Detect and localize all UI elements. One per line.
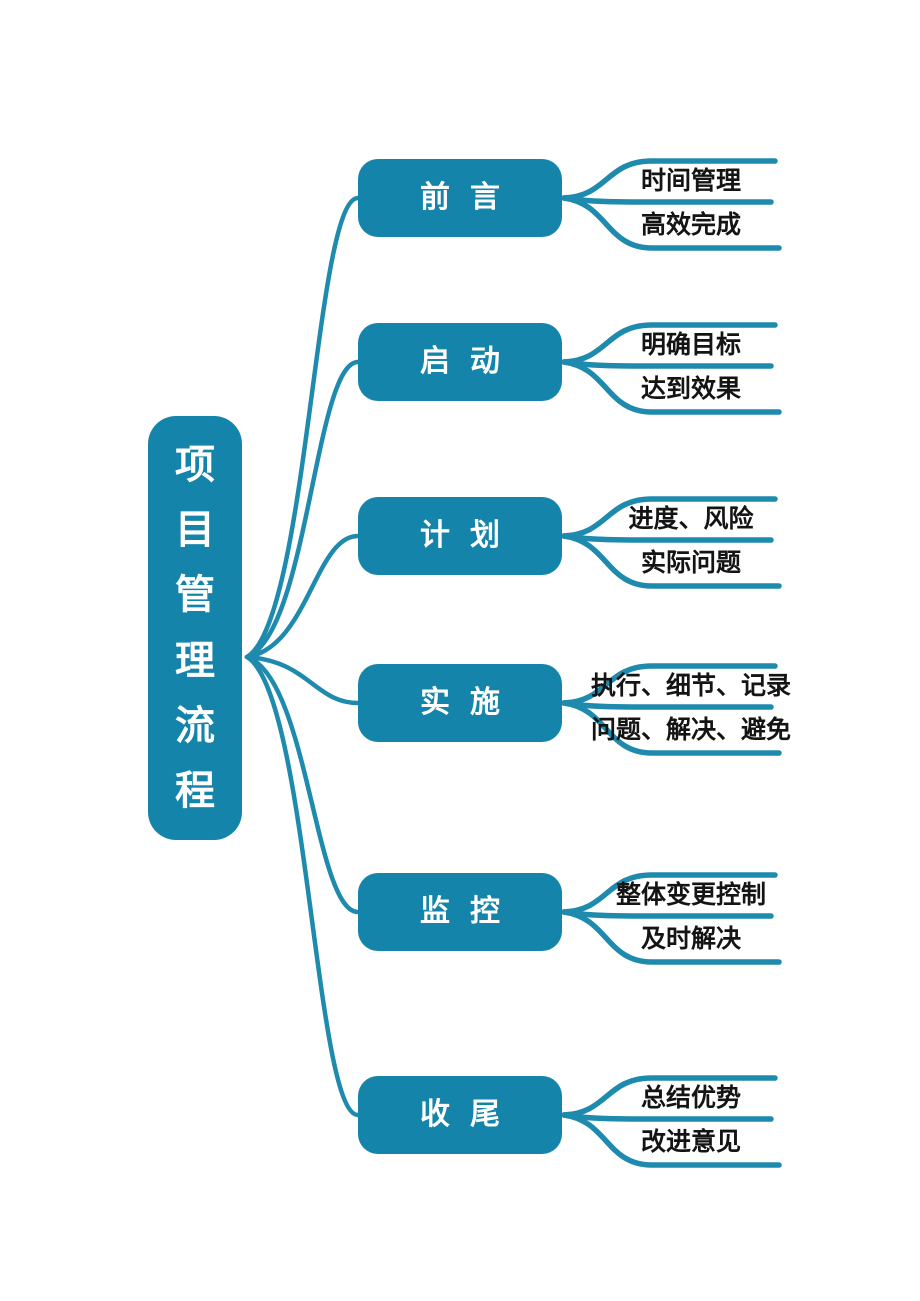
branch-label: 实施 — [420, 685, 520, 720]
branch-label: 监控 — [420, 894, 520, 929]
leaf-label: 实际问题 — [640, 548, 741, 577]
branch-node: 收尾 — [358, 1076, 562, 1154]
leaf-line-top — [561, 158, 778, 201]
root-branch-connector — [244, 654, 361, 706]
leaf-label: 及时解决 — [640, 924, 741, 953]
leaf-line-top — [561, 663, 778, 706]
branch-label: 收尾 — [420, 1097, 520, 1132]
leaf-line-middle — [561, 533, 774, 543]
root-label-char: 项 — [175, 441, 215, 488]
leaf-label: 总结优势 — [640, 1083, 741, 1112]
root-label-char: 程 — [175, 768, 215, 815]
leaf-line-bottom — [561, 1112, 782, 1168]
leaf-label: 达到效果 — [640, 374, 741, 403]
root-node: 项目管理流程 — [148, 416, 242, 840]
root-branch-connector — [244, 654, 361, 1118]
leaf-line-top — [561, 1075, 778, 1118]
root-label-char: 流 — [175, 702, 215, 749]
leaf-label: 改进意见 — [640, 1127, 741, 1156]
leaf-label: 整体变更控制 — [615, 880, 766, 909]
leaf-label: 问题、解决、避免 — [590, 715, 791, 744]
root-label-char: 目 — [175, 506, 215, 553]
leaf-label: 时间管理 — [640, 166, 741, 195]
branch-label: 计划 — [420, 518, 520, 553]
branch-node: 前言 — [358, 159, 562, 237]
branch-label: 启动 — [420, 344, 520, 379]
branch-node: 启动 — [358, 323, 562, 401]
leaf-line-bottom — [561, 533, 782, 589]
branch-node: 计划 — [358, 497, 562, 575]
leaf-label: 明确目标 — [640, 330, 741, 359]
root-branch-connector — [244, 533, 361, 660]
branch-node: 监控 — [358, 873, 562, 951]
leaf-line-middle — [561, 195, 774, 205]
leaf-line-middle — [561, 359, 774, 369]
leaf-line-middle — [561, 700, 774, 710]
leaf-label: 执行、细节、记录 — [590, 671, 791, 700]
leaf-label: 高效完成 — [640, 210, 741, 239]
leaf-line-middle — [561, 1112, 774, 1122]
root-label-char: 管 — [175, 572, 215, 619]
leaf-line-middle — [561, 909, 774, 919]
root-label-char: 理 — [175, 637, 215, 684]
leaf-line-bottom — [561, 195, 782, 251]
root-branch-connector — [244, 654, 361, 915]
root-branch-connector — [244, 195, 361, 660]
leaf-line-bottom — [561, 700, 782, 756]
leaf-line-top — [561, 496, 778, 539]
leaf-line-bottom — [561, 909, 782, 965]
branch-node: 实施 — [358, 664, 562, 742]
leaf-label: 进度、风险 — [628, 504, 754, 533]
branch-label: 前言 — [420, 180, 520, 215]
leaf-line-top — [561, 322, 778, 365]
root-branch-connector — [244, 359, 361, 660]
leaf-line-bottom — [561, 359, 782, 415]
leaf-line-top — [561, 872, 778, 915]
